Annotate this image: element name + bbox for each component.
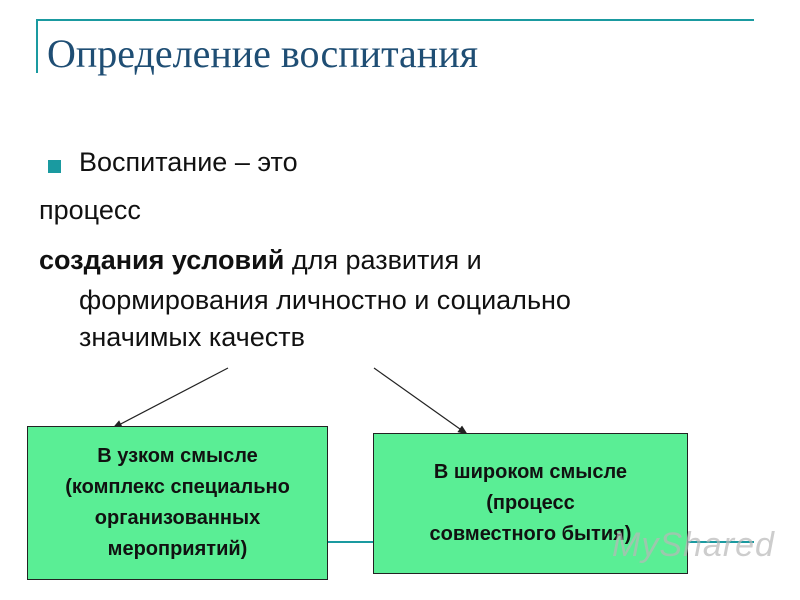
wide-sense-text: В широком смысле (процесс совместного бы… <box>429 461 632 545</box>
arrow-to-wide-box <box>373 367 468 435</box>
definition-emphasis: создания условий <box>39 245 285 275</box>
narrow-sense-text: В узком смысле (комплекс специально орга… <box>65 445 290 560</box>
slide-title: Определение воспитания <box>47 31 479 76</box>
definition-line-5: значимых качеств <box>79 322 305 352</box>
left-rule <box>36 19 38 73</box>
definition-line-2: процесс <box>39 195 141 225</box>
definition-line-3: создания условий для развития и <box>39 245 482 276</box>
definition-line-1: Воспитание – это <box>79 147 298 177</box>
narrow-sense-box: В узком смысле (комплекс специально орга… <box>27 426 328 580</box>
square-bullet-icon <box>48 160 61 173</box>
watermark: MyShared <box>612 526 775 564</box>
definition-line-4: формирования личностно и социально <box>79 285 571 315</box>
definition-line-3-rest: для развития и <box>284 245 482 275</box>
arrow-to-narrow-box <box>112 367 229 429</box>
top-rule <box>36 19 754 21</box>
wide-sense-box: В широком смысле (процесс совместного бы… <box>373 433 688 574</box>
